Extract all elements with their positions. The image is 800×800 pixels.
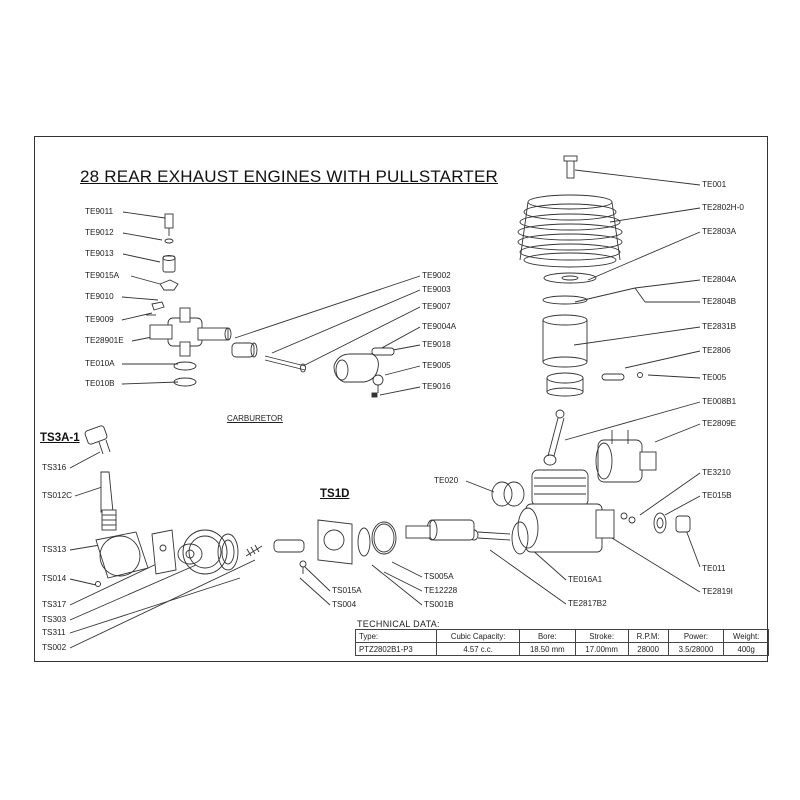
label-te9010: TE9010 bbox=[85, 292, 114, 301]
table-cell: 3.5/28000 bbox=[667, 642, 725, 656]
header-cell: Type: bbox=[354, 629, 438, 643]
label-te9013: TE9013 bbox=[85, 249, 114, 258]
label-te2804a: TE2804A bbox=[702, 275, 737, 284]
table-row: PTZ2802B1-P3 4.57 c.c. 18.50 mm 17.00mm … bbox=[354, 642, 769, 656]
table-cell: 18.50 mm bbox=[518, 642, 576, 656]
label-ts015a: TS015A bbox=[332, 586, 362, 595]
table-cell: 400g bbox=[723, 642, 769, 656]
label-te9012: TE9012 bbox=[85, 228, 114, 237]
label-ts005a: TS005A bbox=[424, 572, 454, 581]
label-te2831b: TE2831B bbox=[702, 322, 737, 331]
label-te2806: TE2806 bbox=[702, 346, 731, 355]
technical-data-table: Type: Cubic Capacity: Bore: Stroke: R.P.… bbox=[354, 629, 769, 656]
table-cell: 17.00mm bbox=[574, 642, 629, 656]
label-ts002: TS002 bbox=[42, 643, 67, 652]
label-te9004a: TE9004A bbox=[422, 322, 457, 331]
label-te2817b2: TE2817B2 bbox=[568, 599, 607, 608]
drawing-frame bbox=[34, 136, 768, 662]
table-cell: PTZ2802B1-P3 bbox=[354, 642, 438, 656]
carburetor-caption: CARBURETOR bbox=[227, 414, 283, 423]
header-cell: Power: bbox=[667, 629, 725, 643]
label-ts303: TS303 bbox=[42, 615, 67, 624]
label-te005: TE005 bbox=[702, 373, 727, 382]
label-te2803a: TE2803A bbox=[702, 227, 737, 236]
group-label-ts1d: TS1D bbox=[320, 488, 350, 500]
label-te011: TE011 bbox=[702, 564, 726, 573]
header-cell: Bore: bbox=[518, 629, 576, 643]
label-te008b1: TE008B1 bbox=[702, 397, 737, 406]
label-te9002: TE9002 bbox=[422, 271, 451, 280]
label-ts014: TS014 bbox=[42, 574, 67, 583]
label-te3210: TE3210 bbox=[702, 468, 731, 477]
group-label-ts3a: TS3A-1 bbox=[40, 432, 80, 444]
label-ts001b: TS001B bbox=[424, 600, 454, 609]
label-te9018: TE9018 bbox=[422, 340, 451, 349]
pullstarter-parts bbox=[84, 425, 263, 587]
label-te9003: TE9003 bbox=[422, 285, 451, 294]
label-ts311: TS311 bbox=[42, 628, 66, 637]
label-te2809e: TE2809E bbox=[702, 419, 737, 428]
label-ts317: TS317 bbox=[42, 600, 67, 609]
label-te9015a: TE9015A bbox=[85, 271, 120, 280]
diagram-title: 28 REAR EXHAUST ENGINES WITH PULLSTARTER bbox=[80, 167, 498, 186]
header-cell: R.P.M: bbox=[627, 629, 669, 643]
cylinder-head-stack bbox=[517, 155, 643, 466]
table-cell: 28000 bbox=[627, 642, 669, 656]
label-te28901e: TE28901E bbox=[85, 336, 124, 345]
label-te010b: TE010B bbox=[85, 379, 115, 388]
label-te001: TE001 bbox=[702, 180, 727, 189]
label-ts316: TS316 bbox=[42, 463, 67, 472]
label-ts004: TS004 bbox=[332, 600, 357, 609]
carburetor-parts bbox=[146, 213, 395, 398]
label-te2819i: TE2819I bbox=[702, 587, 733, 596]
header-cell: Cubic Capacity: bbox=[436, 629, 520, 643]
label-ts012c: TS012C bbox=[42, 491, 73, 500]
crankcase-parts bbox=[273, 469, 615, 574]
label-te9009: TE9009 bbox=[85, 315, 114, 324]
label-te020: TE020 bbox=[434, 476, 459, 485]
label-te9011: TE9011 bbox=[85, 207, 114, 216]
label-te2804b: TE2804B bbox=[702, 297, 737, 306]
table-cell: 4.57 c.c. bbox=[436, 642, 520, 656]
label-ts313: TS313 bbox=[42, 545, 67, 554]
label-te9016: TE9016 bbox=[422, 382, 451, 391]
label-te015b: TE015B bbox=[702, 491, 732, 500]
label-te016a1: TE016A1 bbox=[568, 575, 603, 584]
label-te2802h0: TE2802H-0 bbox=[702, 203, 744, 212]
label-te9005: TE9005 bbox=[422, 361, 451, 370]
label-te010a: TE010A bbox=[85, 359, 115, 368]
rear-cover-parts bbox=[595, 430, 691, 534]
header-cell: Weight: bbox=[723, 629, 769, 643]
leader-lines bbox=[69, 169, 701, 649]
table-header-row: Type: Cubic Capacity: Bore: Stroke: R.P.… bbox=[354, 629, 769, 643]
technical-data-title: TECHNICAL DATA: bbox=[357, 619, 440, 629]
label-te12228: TE12228 bbox=[424, 586, 458, 595]
header-cell: Stroke: bbox=[574, 629, 629, 643]
label-te9007: TE9007 bbox=[422, 302, 451, 311]
